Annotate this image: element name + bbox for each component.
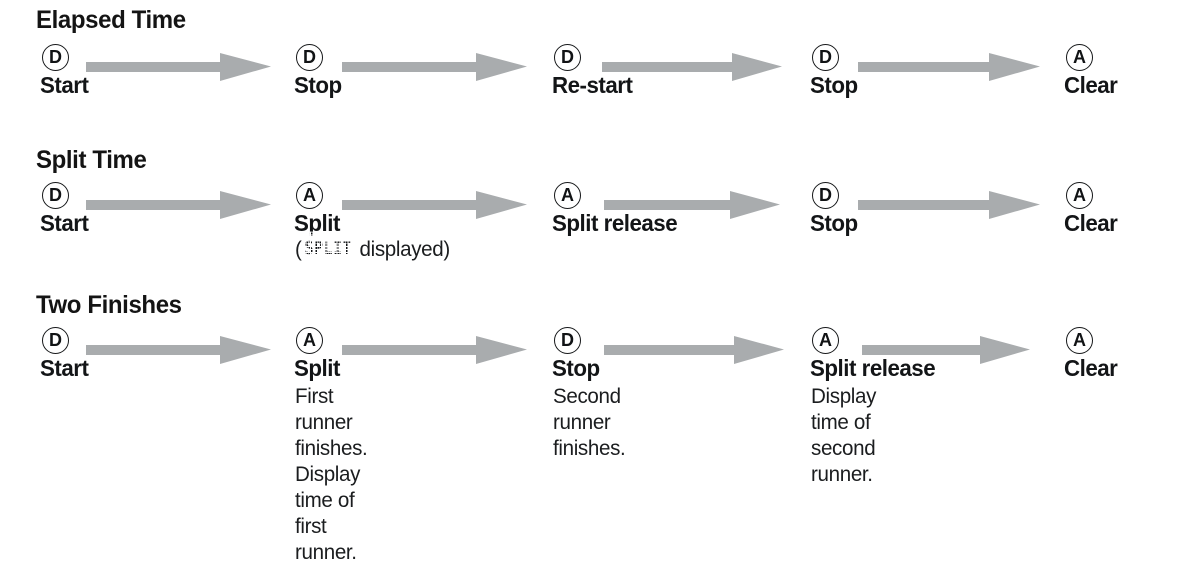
step-label: Stop (552, 355, 600, 381)
step-label: Stop (294, 72, 342, 98)
step-note: (SPLIT displayed) (295, 231, 451, 265)
button-badge-a[interactable]: A (812, 327, 839, 354)
step-label: Clear (1064, 355, 1118, 381)
step-label: Stop (810, 72, 858, 98)
button-badge-a[interactable]: A (296, 327, 323, 354)
flow-arrow (86, 53, 271, 81)
step-label: Start (40, 72, 89, 98)
flow-arrow (602, 53, 782, 81)
step-label: Start (40, 210, 89, 236)
flow-arrow (342, 336, 527, 364)
step-label: Split (294, 210, 340, 236)
step-label: Clear (1064, 72, 1118, 98)
button-badge-d[interactable]: D (42, 44, 69, 71)
button-badge-d[interactable]: D (812, 44, 839, 71)
step-label: Split (294, 355, 340, 381)
step-label: Start (40, 355, 89, 381)
step-label: Clear (1064, 210, 1118, 236)
step-label: Split release (552, 210, 678, 236)
button-badge-a[interactable]: A (1066, 182, 1093, 209)
button-badge-d[interactable]: D (554, 44, 581, 71)
flow-arrow (86, 336, 271, 364)
button-badge-d[interactable]: D (42, 327, 69, 354)
button-badge-a[interactable]: A (554, 182, 581, 209)
note-paren-close: displayed) (354, 238, 451, 261)
step-label: Stop (810, 210, 858, 236)
step-label: Split release (810, 355, 936, 381)
step-note: Display time of second runner. (811, 385, 877, 486)
button-badge-a[interactable]: A (296, 182, 323, 209)
button-badge-a[interactable]: A (1066, 327, 1093, 354)
flow-arrow (342, 191, 527, 219)
section-title: Elapsed Time (36, 6, 186, 34)
button-badge-d[interactable]: D (554, 327, 581, 354)
flow-arrow (862, 336, 1030, 364)
button-badge-d[interactable]: D (42, 182, 69, 209)
step-note: Second runner finishes. (553, 385, 626, 460)
flow-arrow (858, 191, 1040, 219)
flow-arrow (858, 53, 1040, 81)
lcd-split-indicator: SPLIT (303, 231, 353, 265)
stopwatch-operation-diagram: Elapsed Time D Start D Stop D Re-start (36, 6, 1118, 565)
section-title: Two Finishes (36, 291, 182, 319)
section-title: Split Time (36, 146, 147, 174)
step-note: First runner finishes. Display time of f… (295, 385, 368, 564)
flow-arrow (342, 53, 527, 81)
flow-arrow (86, 191, 271, 219)
note-paren-open: ( (295, 238, 302, 261)
button-badge-a[interactable]: A (1066, 44, 1093, 71)
button-badge-d[interactable]: D (296, 44, 323, 71)
flow-arrow (604, 336, 784, 364)
step-label: Re-start (552, 72, 633, 98)
flow-arrow (604, 191, 780, 219)
button-badge-d[interactable]: D (812, 182, 839, 209)
